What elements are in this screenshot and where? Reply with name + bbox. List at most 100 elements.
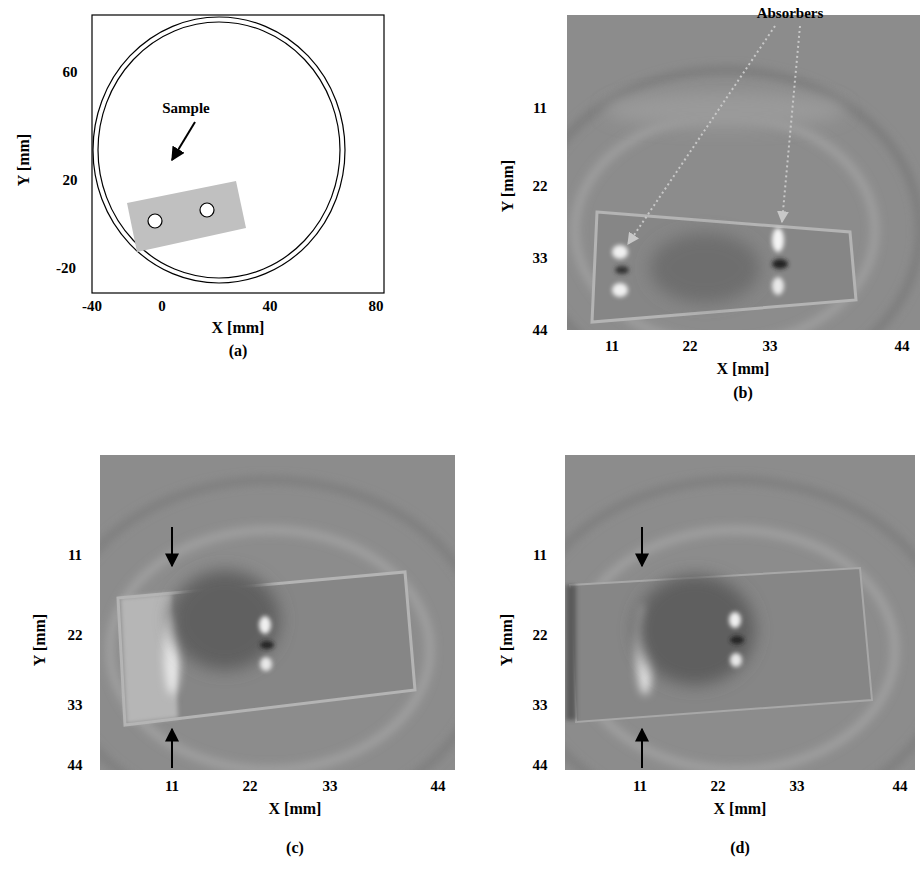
absorber-image [772, 259, 788, 269]
sample-image [570, 568, 872, 722]
tick-label: 33 [790, 778, 805, 794]
label-anchor: (a) [229, 342, 248, 360]
absorber-image [730, 636, 744, 644]
label-anchor: X [mm] [714, 800, 767, 818]
label-anchor: 40 [263, 297, 278, 315]
label-anchor: 44 [68, 756, 83, 774]
absorber-image [260, 641, 274, 649]
absorber-image [730, 653, 742, 667]
label-anchor: 33 [763, 337, 778, 355]
tick-label: 33 [533, 250, 548, 266]
label-anchor: 33 [68, 696, 83, 714]
absorber-disc [148, 214, 162, 228]
label-anchor: 60 [63, 63, 78, 81]
tick-label: 11 [165, 778, 179, 794]
label-anchor: -20 [56, 259, 76, 277]
wave-ring [575, 115, 875, 330]
panel-d-image [565, 455, 915, 770]
tick-label: -40 [82, 298, 102, 314]
wave-band [605, 92, 845, 128]
tick-label: 11 [533, 100, 547, 116]
panel-b-image [567, 15, 920, 330]
tick-label: 44 [533, 322, 548, 338]
label-anchor: 20 [63, 171, 78, 189]
label-anchor: X [mm] [269, 800, 322, 818]
label-anchor: 33 [790, 777, 805, 795]
tick-label: 80 [369, 298, 384, 314]
tick-label: 20 [63, 172, 78, 188]
label-anchor: 33 [533, 696, 548, 714]
marker-arrow [171, 729, 173, 768]
image-ground [567, 15, 920, 330]
tick-label: 22 [243, 778, 258, 794]
leader-arrow [628, 26, 775, 244]
label-anchor: 11 [633, 777, 647, 795]
tick-label: 22 [68, 627, 83, 643]
absorber-image [772, 277, 784, 295]
tick-label: -20 [56, 260, 76, 276]
callout-label: Sample [162, 100, 210, 116]
panel-letter: (a) [229, 342, 248, 359]
label-anchor: -40 [82, 297, 102, 315]
tick-label: 44 [533, 757, 548, 773]
tank-outer-wall [93, 17, 345, 283]
label-anchor: X [mm] [212, 319, 265, 337]
absorber-image [612, 245, 628, 259]
absorber-disc [200, 203, 214, 217]
sample-block [127, 181, 246, 252]
absorber-image [772, 228, 784, 252]
absorber-image [615, 266, 629, 274]
tick-label: 11 [533, 547, 547, 563]
shadow-region [170, 570, 280, 670]
panel-letter: (b) [733, 384, 753, 401]
shadow-region [635, 575, 755, 685]
wave-ring [110, 530, 430, 770]
label-anchor: 44 [431, 777, 446, 795]
leader-arrow [782, 26, 800, 222]
leader-arrow [172, 122, 195, 160]
wave-ring [565, 480, 915, 770]
tick-label: 11 [605, 338, 619, 354]
tick-label: 60 [63, 64, 78, 80]
tick-label: 40 [263, 298, 278, 314]
label-anchor: 44 [533, 321, 548, 339]
label-anchor: 44 [533, 756, 548, 774]
label-anchor: 11 [165, 777, 179, 795]
label-anchor: 33 [533, 249, 548, 267]
tick-label: 22 [533, 627, 548, 643]
tick-label: 11 [68, 547, 82, 563]
axis-title: X [mm] [714, 800, 767, 817]
axis-title: Y [mm] [31, 614, 48, 666]
label-anchor: 44 [893, 777, 908, 795]
tick-label: 0 [158, 298, 166, 314]
label-anchor: 22 [683, 337, 698, 355]
label-anchor: 0 [158, 297, 166, 315]
tick-label: 44 [893, 778, 908, 794]
image-ground [100, 455, 455, 770]
label-anchor: (d) [730, 839, 750, 857]
label-anchor: 22 [711, 777, 726, 795]
edge-artifact [566, 585, 576, 720]
plot-frame [92, 15, 384, 293]
absorber-image [612, 283, 628, 297]
label-anchor: 11 [605, 337, 619, 355]
label-anchor: Y [mm] [31, 614, 49, 666]
axis-title: X [mm] [717, 360, 770, 377]
absorber-image [260, 657, 272, 671]
panel-a [92, 15, 384, 293]
label-anchor: 22 [533, 626, 548, 644]
label-anchor: Y [mm] [499, 160, 517, 212]
label-anchor: 11 [68, 546, 82, 564]
tick-label: 44 [895, 338, 910, 354]
tick-label: 33 [323, 778, 338, 794]
tick-label: 33 [763, 338, 778, 354]
label-anchor: 44 [895, 337, 910, 355]
callout-label: Absorbers [757, 5, 824, 21]
marker-arrow [171, 527, 173, 566]
label-anchor: Y [mm] [15, 134, 33, 186]
label-anchor: 22 [243, 777, 258, 795]
tank-inner-wall [98, 22, 340, 278]
axis-title: Y [mm] [499, 160, 516, 212]
